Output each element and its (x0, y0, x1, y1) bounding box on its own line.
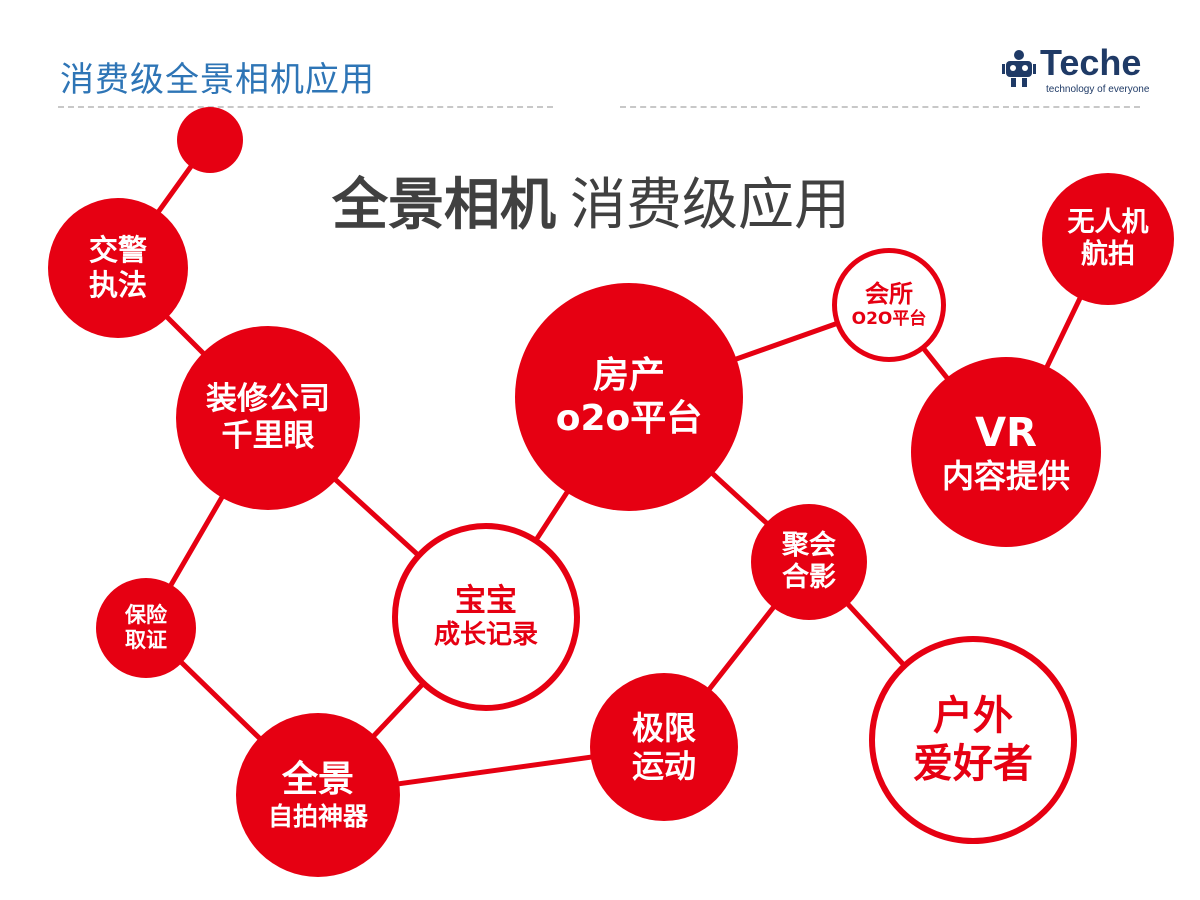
node-realestate-o2o: 房产 o2o平台 (515, 283, 743, 511)
node-selfie-line1: 全景 (281, 759, 354, 801)
node-club-o2o: 会所 O2O平台 (832, 248, 946, 362)
node-extreme-line1: 极限 (631, 708, 696, 747)
node-club-line2: O2O平台 (851, 309, 927, 330)
decorative-dot (177, 107, 243, 173)
node-vr-line2: 内容提供 (941, 456, 1070, 495)
node-realestate-line1: 房产 (592, 354, 665, 396)
diagram-title: 全景相机消费级应用 (332, 160, 850, 241)
node-outdoor-line1: 户外 (933, 693, 1013, 739)
node-traffic-police-line2: 执法 (88, 268, 147, 302)
teche-logo: Teche technology of everyone (1000, 42, 1170, 102)
header-divider-left (58, 106, 553, 108)
node-vr-line1: VR (975, 409, 1037, 456)
node-traffic-police: 交警 执法 (48, 198, 188, 338)
node-vr-content: VR 内容提供 (911, 357, 1101, 547)
node-party-line2: 合影 (782, 562, 836, 593)
node-baby-growth: 宝宝 成长记录 (392, 523, 580, 711)
node-party-photo: 聚会 合影 (751, 504, 867, 620)
diagram-title-bold: 全景相机 (332, 173, 556, 238)
node-baby-line2: 成长记录 (433, 620, 538, 650)
node-traffic-police-line1: 交警 (88, 233, 147, 268)
node-decoration-line1: 装修公司 (206, 380, 330, 417)
node-outdoor-line2: 爱好者 (913, 741, 1033, 787)
logo-tagline: technology of everyone (1046, 84, 1150, 95)
node-club-line1: 会所 (865, 280, 913, 309)
node-extreme-sports: 极限 运动 (590, 673, 738, 821)
page-header-title: 消费级全景相机应用 (60, 60, 375, 100)
node-selfie-line2: 自拍神器 (267, 801, 368, 831)
node-drone-aerial: 无人机 航拍 (1042, 173, 1174, 305)
node-insurance-line2: 取证 (125, 628, 167, 652)
node-insurance-line1: 保险 (125, 602, 167, 627)
node-drone-line2: 航拍 (1081, 239, 1135, 270)
node-extreme-line2: 运动 (631, 747, 696, 785)
robot-logo-icon (1002, 50, 1036, 87)
logo-wordmark: Teche (1040, 42, 1142, 83)
node-baby-line1: 宝宝 (455, 582, 517, 619)
node-party-line1: 聚会 (782, 529, 836, 561)
node-decoration-line2: 千里眼 (221, 418, 315, 454)
diagram-title-regular: 消费级应用 (570, 173, 850, 238)
node-outdoor-enthusiasts: 户外 爱好者 (869, 636, 1077, 844)
header-divider-right (620, 106, 1140, 108)
node-panorama-selfie: 全景 自拍神器 (236, 713, 400, 877)
node-drone-line1: 无人机 (1067, 206, 1149, 238)
node-insurance-evidence: 保险 取证 (96, 578, 196, 678)
node-decoration-company: 装修公司 千里眼 (176, 326, 360, 510)
node-realestate-line2: o2o平台 (555, 398, 703, 439)
